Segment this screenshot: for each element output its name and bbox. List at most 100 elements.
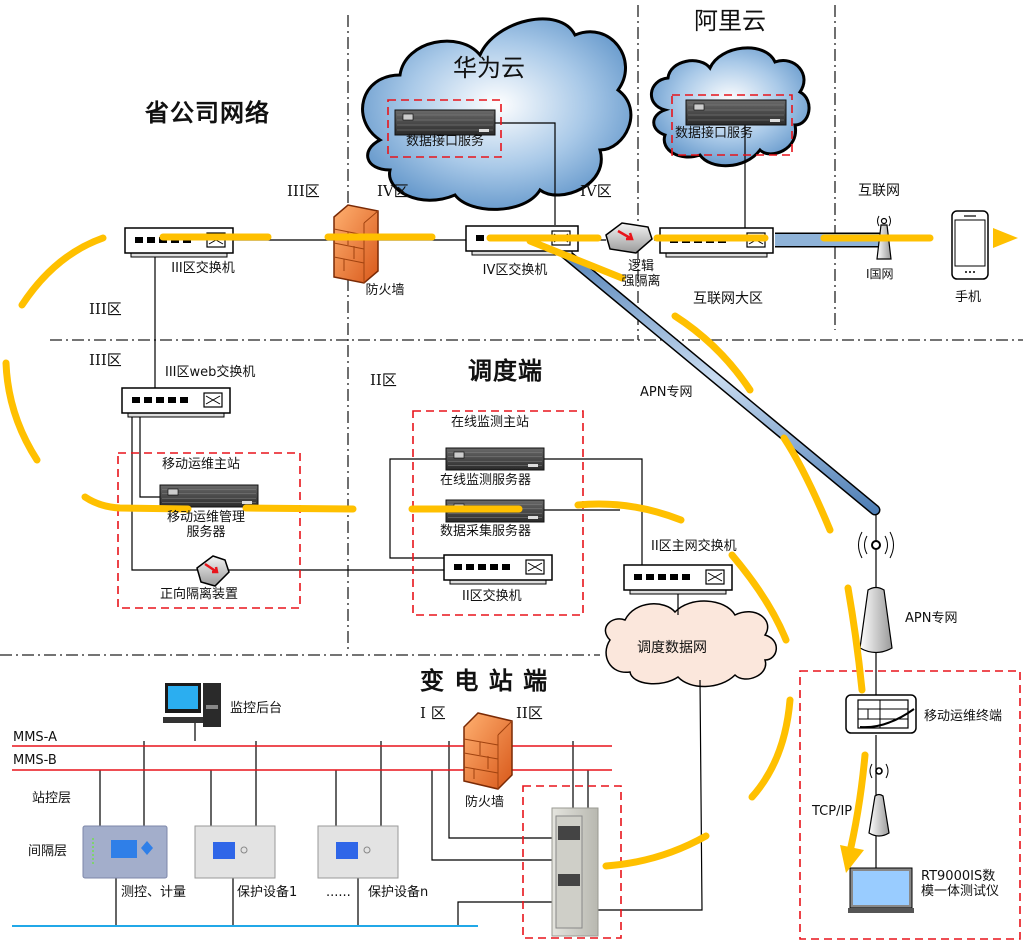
flow-apn-lower [780, 434, 834, 534]
flow-arc-right-lower [748, 696, 794, 801]
internet-zone-switch[interactable] [659, 227, 774, 258]
servers [159, 99, 787, 523]
signal-flows [2, 228, 1018, 873]
logic-isolation-device[interactable] [605, 222, 653, 254]
connection-lines [99, 122, 877, 926]
protection-device-n[interactable] [317, 825, 399, 879]
zone-label-iii-left-b: III区 [89, 351, 122, 369]
flow-arrow-phone [993, 228, 1018, 248]
label-bay-layer: 间隔层 [28, 844, 68, 859]
label-station-layer: 站控层 [32, 791, 72, 806]
region-title-dispatch-end: 调度端 [468, 357, 543, 385]
label-monitor-backend: 监控后台 [230, 701, 283, 716]
firewall-bottom[interactable] [463, 712, 513, 790]
flow-to-logic-isolation [526, 237, 626, 282]
label-data-acq-server: 数据采集服务器 [440, 524, 532, 539]
zone-label-substation-i: I 区 [420, 704, 446, 722]
label-aliyun-data-interface-service: 数据接口服务 [675, 126, 754, 141]
label-zone2-main-switch: II区主网交换机 [651, 539, 737, 554]
label-huawei-data-interface-service: 数据接口服务 [405, 134, 485, 149]
zone-label-ii-dispatch: II区 [370, 371, 397, 389]
local-wireless-tower [868, 763, 890, 837]
mobile-ops-master-box [117, 452, 301, 609]
flow-to-terminal [844, 584, 866, 694]
apn-tower [858, 531, 894, 654]
protection-device-1[interactable] [194, 825, 276, 879]
label-mms-b: MMS-B [13, 753, 57, 768]
phone-device[interactable] [951, 210, 989, 280]
firewall-top[interactable] [333, 204, 379, 284]
zone-label-internet: 互联网 [858, 183, 900, 199]
zone2-main-switch[interactable] [623, 564, 733, 595]
flow-arrow-tester [840, 845, 864, 873]
label-measure-control: 测控、计量 [121, 885, 187, 900]
mobile-terminal-box [799, 670, 1021, 940]
label-zone3-web-switch: III区web交换机 [165, 365, 256, 380]
label-logic-isolation: 逻辑 强隔离 [621, 259, 661, 289]
huawei-cloud [361, 17, 633, 211]
online-monitor-server[interactable] [445, 447, 545, 471]
zone3-switch[interactable] [124, 227, 234, 258]
region-title-aliyun: 阿里云 [694, 7, 766, 35]
label-apn-private-net-mid: APN专网 [640, 385, 693, 400]
online-monitor-master-box [412, 410, 584, 616]
aliyun-server-box [671, 94, 793, 156]
zone3-web-switch[interactable] [121, 387, 231, 418]
zone2-switch[interactable] [443, 554, 553, 585]
zone-label-iii-top: III区 [287, 182, 320, 200]
measure-control-device[interactable] [82, 825, 168, 879]
zone-label-iv-left: IV区 [377, 182, 409, 200]
zone-label-substation-ii: II区 [516, 704, 543, 722]
dashed-group-boxes [117, 94, 1021, 940]
monitor-backend-pc[interactable] [163, 683, 221, 727]
label-ellipsis: ...... [326, 885, 351, 900]
apn-pipes [549, 232, 881, 516]
label-dispatch-data-net: 调度数据网 [637, 640, 707, 656]
region-title-province-network: 省公司网络 [145, 99, 270, 127]
zone-label-internet-big-zone: 互联网大区 [693, 291, 763, 307]
label-zone4-switch: IV区交换机 [482, 263, 548, 278]
label-apn-private-net-tower: APN专网 [905, 611, 958, 626]
flow-arc-left-top [18, 234, 107, 309]
label-firewall-bottom: 防火墙 [465, 795, 505, 810]
forward-isolation-device[interactable] [196, 555, 230, 587]
label-tcp-ip: TCP/IP [812, 804, 853, 819]
substation-rack-cabinet[interactable] [551, 807, 599, 937]
label-phone: 手机 [955, 290, 982, 305]
label-protection-1: 保护设备1 [237, 885, 298, 900]
flow-main-switch-down [728, 551, 790, 644]
flow-apn-upper [671, 312, 754, 394]
label-protection-n: 保护设备n [368, 885, 429, 900]
flow-to-main-switch [574, 500, 685, 524]
flow-arc-mobile-server [81, 493, 192, 513]
region-title-huawei-cloud: 华为云 [453, 54, 525, 82]
label-zone2-switch: II区交换机 [462, 589, 522, 604]
label-online-monitor-server: 在线监测服务器 [440, 473, 532, 488]
flow-to-rack [602, 832, 710, 870]
label-rt9000is-tester: RT9000IS数 模一体测试仪 [921, 869, 1000, 899]
label-mobile-ops-terminal: 移动运维终端 [924, 709, 1003, 724]
aliyun-data-interface-server[interactable] [685, 99, 787, 126]
rt9000is-tester-device[interactable] [848, 867, 914, 913]
label-mobile-ops-server: 移动运维管理 服务器 [166, 510, 246, 540]
region-title-substation-end: 变 电 站 端 [420, 667, 549, 695]
zone-dividers [0, 5, 1023, 656]
flow-to-zone2 [242, 504, 357, 513]
zone-label-iii-left-a: III区 [89, 300, 122, 318]
label-forward-isolation: 正向隔离装置 [160, 587, 239, 602]
huawei-data-interface-server[interactable] [394, 109, 496, 136]
label-online-monitor-master: 在线监测主站 [451, 415, 530, 430]
flow-arc-left-mid [2, 359, 41, 464]
label-zone3-switch: III区交换机 [171, 261, 235, 276]
zone-label-iv-right: IV区 [580, 182, 612, 200]
label-mms-a: MMS-A [13, 730, 57, 745]
mobile-ops-management-server[interactable] [159, 484, 259, 508]
mobile-ops-terminal-device[interactable] [845, 694, 917, 734]
dispatch-data-net-cloud [604, 600, 777, 688]
label-i-guowang: I国网 [866, 267, 894, 281]
label-mobile-ops-master: 移动运维主站 [162, 457, 241, 472]
huawei-server-box [387, 99, 502, 158]
label-firewall-top: 防火墙 [365, 283, 405, 298]
